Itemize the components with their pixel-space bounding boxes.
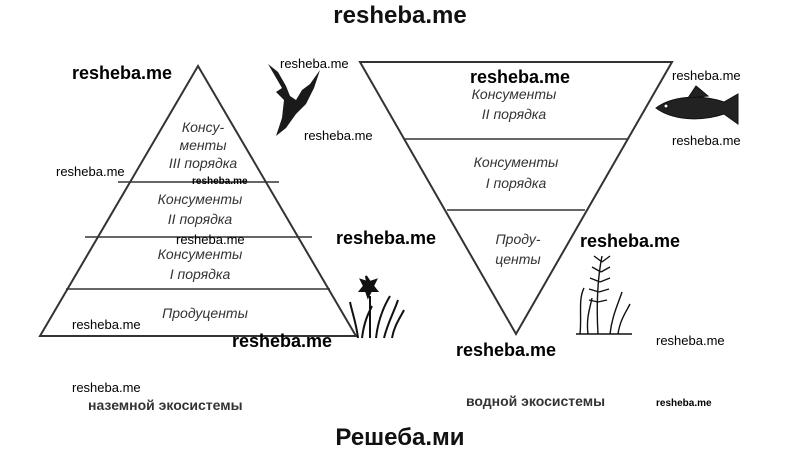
terrestrial-level-4-line-1: Продуценты [162,305,248,321]
terrestrial-level-1-line-3: III порядка [169,155,238,171]
flower-plant-icon [349,275,405,339]
terrestrial-level-2-line-2: II порядка [168,211,233,227]
aquatic-level-2-line-2: I порядка [486,175,547,191]
watermark: resheba.me [336,228,437,248]
terrestrial-level-3-line-1: Консументы [158,246,243,262]
aquatic-pyramid-outline [358,61,674,337]
terrestrial-pyramid: Консу- менты III порядка Консументы II п… [38,64,358,337]
aquatic-level-2-line-1: Консументы [474,154,559,170]
terrestrial-level-2-line-1: Консументы [158,191,243,207]
terrestrial-level-3-line-2: I порядка [170,266,231,282]
aquatic-level-1-line-2: II порядка [482,106,547,122]
terrestrial-pyramid-outline [38,64,358,337]
watermark: resheba.me [280,56,349,71]
aquatic-pyramid: Консументы II порядка Консументы I поряд… [358,61,674,337]
eagle-icon [268,64,320,136]
watermark: resheba.me [456,340,557,360]
watermark: resheba.me [72,317,141,332]
watermark: resheba.me [232,331,333,351]
watermark: resheba.me [672,133,741,148]
watermark: resheba.me [470,67,571,87]
aquatic-caption: водной экосистемы [466,393,605,409]
aquatic-level-3-line-2: центы [495,251,541,267]
site-header: resheba.me [333,2,467,29]
watermark: resheba.me [580,231,681,251]
watermark: resheba.me [656,398,712,409]
watermark: resheba.me [72,380,141,395]
watermark: resheba.me [672,68,741,83]
terrestrial-caption: наземной экосистемы [88,397,243,413]
watermark: resheba.me [304,128,373,143]
site-footer: Решеба.ми [335,424,465,451]
aquatic-level-1-line-1: Консументы [472,86,557,102]
fish-icon [655,85,739,125]
terrestrial-level-1-line-2: менты [179,137,227,153]
watermark: resheba.me [192,176,248,187]
watermark: resheba.me [72,63,173,83]
terrestrial-level-1-line-1: Консу- [182,119,225,135]
water-plant-icon [576,255,632,335]
watermark: resheba.me [176,232,245,247]
aquatic-level-3-line-1: Проду- [496,231,541,247]
watermark: resheba.me [656,333,725,348]
watermark: resheba.me [56,164,125,179]
